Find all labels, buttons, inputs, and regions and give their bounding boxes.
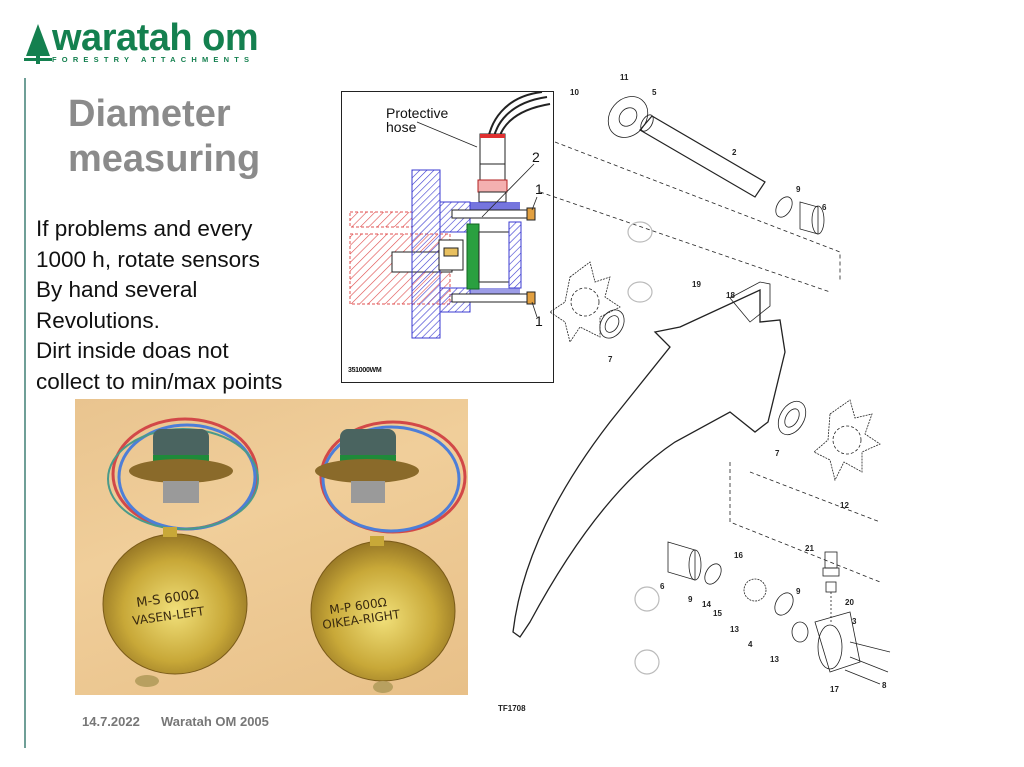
part-label: 16 [734, 551, 743, 560]
part-label: 6 [660, 582, 665, 591]
part-label: 4 [748, 640, 753, 649]
part-label: 3 [852, 617, 857, 626]
part-label: 5 [652, 88, 657, 97]
left-divider [24, 78, 26, 748]
part-label: 6 [822, 203, 827, 212]
part-label: 9 [688, 595, 693, 604]
title-line-2: measuring [68, 138, 261, 180]
diagram-code: 351000WM [348, 367, 382, 374]
part-label: 7 [608, 355, 613, 364]
part-label: 13 [730, 625, 739, 634]
part-labels: 10 11 5 2 9 6 19 18 7 7 12 16 21 6 9 14 … [570, 73, 887, 694]
body-line: By hand several [36, 277, 198, 302]
part-label: 9 [796, 185, 801, 194]
waratah-logo: waratah om FORESTRY ATTACHMENTS [24, 17, 269, 68]
body-line: collect to min/max points [36, 368, 283, 394]
callout-1-bottom: 1 [535, 313, 543, 329]
part-label: 19 [692, 280, 701, 289]
cross-section-drawing [349, 92, 551, 339]
exploded-parts-drawing: 10 11 5 2 9 6 19 18 7 7 12 16 21 6 9 14 … [512, 73, 891, 694]
part-label: 7 [775, 449, 780, 458]
exploded-diagram-code: TF1708 [498, 704, 526, 713]
tree-icon [24, 24, 52, 64]
body-line: 1000 h, rotate sensors [36, 246, 260, 272]
label-protective-hose-2: hose [386, 119, 417, 135]
slide-body-text: If problems and every 1000 h, rotate sen… [36, 214, 336, 397]
label-protective-hose-1: Protective [386, 105, 449, 121]
exploded-parts-diagram: 10 11 5 2 9 6 19 18 7 7 12 16 21 6 9 14 … [500, 62, 900, 712]
logo-wordmark: waratah om [52, 17, 259, 59]
part-label: 13 [770, 655, 779, 664]
part-label: 2 [732, 148, 737, 157]
title-line-1: Diameter [68, 93, 231, 135]
footer-date: 14.7.2022 [82, 714, 140, 729]
part-label: 9 [796, 587, 801, 596]
part-label: 20 [845, 598, 854, 607]
footer-name: Waratah OM 2005 [161, 714, 269, 729]
callout-2: 2 [532, 149, 540, 165]
part-label: 11 [620, 73, 629, 82]
callout-1-top: 1 [535, 181, 543, 197]
sensors-photo: M-S 600Ω VASEN-LEFT M-P 600Ω OIKEA-RIGHT [75, 399, 468, 695]
sensors-photo-drawing: M-S 600Ω VASEN-LEFT M-P 600Ω OIKEA-RIGHT [102, 417, 467, 693]
part-label: 17 [830, 685, 839, 694]
part-label: 14 [702, 600, 711, 609]
sensor-cross-section-diagram: Protective hose 2 1 1 351000WM [341, 91, 554, 383]
body-line: If problems and every [36, 216, 253, 241]
part-label: 8 [882, 681, 887, 690]
part-label: 18 [726, 291, 735, 300]
body-line: Dirt inside doas not [36, 338, 229, 363]
logo-tagline: FORESTRY ATTACHMENTS [52, 55, 255, 64]
part-label: 10 [570, 88, 579, 97]
part-label: 12 [840, 501, 849, 510]
part-label: 15 [713, 609, 722, 618]
slide-title: Diameter measuring [68, 92, 328, 182]
part-label: 21 [805, 544, 814, 553]
body-line: Revolutions. [36, 307, 160, 333]
